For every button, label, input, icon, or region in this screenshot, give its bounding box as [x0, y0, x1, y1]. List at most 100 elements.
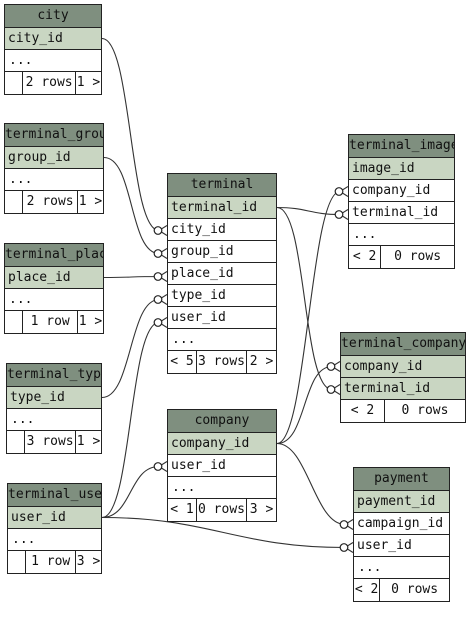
column-group-id[interactable]: group_id — [5, 147, 103, 169]
relation-endpoint-marker — [339, 543, 349, 552]
next-page-button[interactable]: 1 > — [76, 75, 101, 90]
next-page-button[interactable]: 1 > — [78, 194, 103, 209]
table-title[interactable]: terminal_image — [349, 135, 454, 158]
more-columns[interactable]: ... — [5, 169, 103, 191]
column-group-id[interactable]: group_id — [168, 241, 276, 263]
prev-page-button[interactable]: < 5 — [168, 351, 197, 373]
more-columns[interactable]: ... — [8, 529, 101, 551]
next-page-button[interactable]: 1 > — [78, 314, 103, 329]
relation-line — [276, 361, 341, 445]
more-columns[interactable]: ... — [5, 50, 101, 72]
column-terminal-id[interactable]: terminal_id — [341, 378, 465, 400]
next-page-button[interactable]: 3 > — [249, 502, 274, 517]
row-count: 1 row — [26, 551, 77, 573]
prev-page-button[interactable]: < 2 — [349, 246, 382, 268]
relation-line — [101, 516, 354, 553]
column-type-id[interactable]: type_id — [7, 387, 101, 409]
row-count: 0 rows — [394, 249, 442, 264]
more-columns[interactable]: ... — [349, 224, 454, 246]
table-footer: < 2 0 rows — [341, 400, 465, 422]
prev-page-button[interactable]: < 2 — [341, 400, 385, 422]
relation-line — [276, 186, 349, 445]
relation-endpoint-marker — [153, 249, 163, 258]
prev-page-button[interactable] — [8, 551, 27, 573]
column-terminal-id[interactable]: terminal_id — [168, 197, 276, 219]
column-company-id[interactable]: company_id — [341, 356, 465, 378]
next-page-button[interactable]: 1 > — [76, 434, 101, 449]
column-user-id[interactable]: user_id — [168, 455, 276, 477]
relation-line — [101, 37, 168, 236]
column-campaign-id[interactable]: campaign_id — [354, 513, 449, 535]
row-count: 3 rows — [25, 431, 77, 453]
more-columns[interactable]: ... — [354, 557, 449, 579]
column-place-id[interactable]: place_id — [168, 263, 276, 285]
column-image-id[interactable]: image_id — [349, 158, 454, 180]
table-title[interactable]: terminal_place — [5, 244, 103, 267]
prev-page-button[interactable] — [5, 191, 24, 213]
prev-page-button[interactable] — [7, 431, 26, 453]
table-title[interactable]: payment — [354, 468, 449, 491]
column-user-id[interactable]: user_id — [8, 507, 101, 529]
row-count: 0 rows — [391, 582, 439, 597]
more-columns[interactable]: ... — [5, 289, 103, 311]
prev-page-button[interactable] — [5, 311, 24, 333]
column-payment-id[interactable]: payment_id — [354, 491, 449, 513]
column-company-id[interactable]: company_id — [168, 433, 276, 455]
row-count: 0 rows — [197, 499, 248, 521]
prev-page-button[interactable]: < 2 — [354, 579, 381, 601]
table-title[interactable]: terminal_type — [7, 364, 101, 387]
relation-endpoint-marker — [334, 210, 344, 219]
next-page-button[interactable]: 2 > — [249, 354, 274, 369]
row-count: 0 rows — [401, 403, 449, 418]
relation-line — [101, 317, 168, 519]
relation-endpoint-marker — [153, 226, 163, 235]
prev-page-button[interactable]: < 1 — [168, 499, 197, 521]
next-page-button[interactable]: 3 > — [76, 554, 101, 569]
relation-endpoint-marker — [153, 272, 163, 281]
relation-endpoint-marker — [153, 462, 163, 471]
column-user-id[interactable]: user_id — [168, 307, 276, 329]
table-title[interactable]: company — [168, 410, 276, 433]
column-user-id[interactable]: user_id — [354, 535, 449, 557]
table-title[interactable]: terminal_group — [5, 124, 103, 147]
column-city-id[interactable]: city_id — [168, 219, 276, 241]
more-columns[interactable]: ... — [168, 477, 276, 499]
relation-endpoint-marker — [339, 520, 349, 529]
relation-line — [276, 442, 354, 530]
column-terminal-id[interactable]: terminal_id — [349, 202, 454, 224]
row-count: 1 row — [23, 311, 79, 333]
table-title[interactable]: terminal_user — [8, 484, 101, 507]
column-company-id[interactable]: company_id — [349, 180, 454, 202]
column-city-id[interactable]: city_id — [5, 28, 101, 50]
more-columns[interactable]: ... — [168, 329, 276, 351]
prev-page-button[interactable] — [5, 72, 24, 94]
relation-endpoint-marker — [326, 362, 336, 371]
table-title[interactable]: terminal_company — [341, 333, 465, 356]
table-footer: < 2 0 rows — [354, 579, 449, 601]
column-place-id[interactable]: place_id — [5, 267, 103, 289]
table-footer: < 2 0 rows — [349, 246, 454, 268]
more-columns[interactable]: ... — [7, 409, 101, 431]
table-title[interactable]: city — [5, 5, 101, 28]
table-title[interactable]: terminal — [168, 174, 276, 197]
relation-line — [103, 156, 168, 259]
row-count: 2 rows — [23, 72, 77, 94]
column-type-id[interactable]: type_id — [168, 285, 276, 307]
